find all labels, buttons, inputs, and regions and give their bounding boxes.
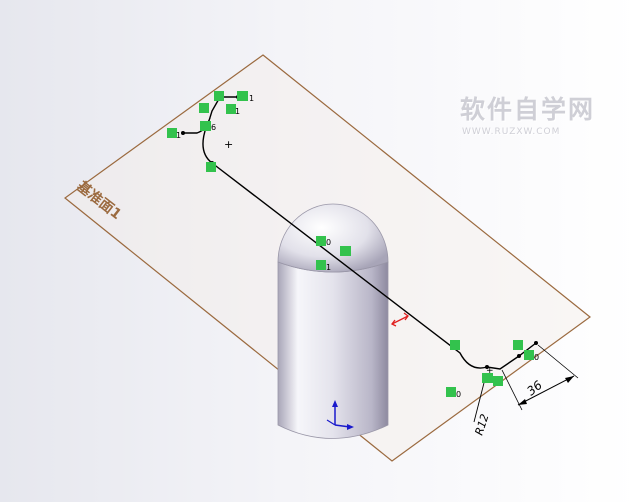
center-cross: + (486, 366, 494, 376)
coincident-relation-icon[interactable] (446, 387, 456, 397)
svg-text:R12[interactable]: R12 (472, 412, 491, 437)
equal-relation-icon[interactable] (200, 121, 211, 131)
svg-text:36[interactable]: 36 (524, 378, 545, 399)
svg-text:1: 1 (249, 94, 254, 103)
tangent-relation-icon[interactable] (199, 103, 209, 113)
equal-relation-icon[interactable] (482, 373, 493, 383)
svg-text:0: 0 (534, 353, 539, 362)
direction-arrows[interactable] (391, 312, 409, 327)
svg-text:6: 6 (211, 123, 216, 132)
dome-cap[interactable] (277, 203, 389, 273)
tangent-relation-icon[interactable] (450, 340, 460, 350)
svg-text:1: 1 (326, 263, 331, 272)
relation-badges[interactable]: 1 1 6 1 0 1 0 6 0 (167, 91, 539, 399)
coincident-relation-icon[interactable] (316, 260, 326, 270)
collinear-relation-icon[interactable] (340, 246, 351, 256)
svg-text:0: 0 (326, 238, 331, 247)
svg-text:1: 1 (235, 107, 240, 116)
tangent-relation-icon[interactable] (206, 162, 216, 172)
svg-text:1: 1 (176, 131, 181, 140)
coincident-relation-icon[interactable] (226, 104, 236, 114)
cylinder-part[interactable] (277, 203, 389, 439)
svg-text:0: 0 (456, 390, 461, 399)
coincident-relation-icon[interactable] (524, 350, 534, 360)
equal-relation-icon[interactable] (237, 91, 248, 101)
length-dimension[interactable]: 36 (501, 344, 579, 411)
coincident-relation-icon[interactable] (316, 236, 326, 246)
horizontal-relation-icon[interactable] (214, 91, 224, 101)
coincident-relation-icon[interactable] (167, 128, 177, 138)
origin-cross: + (224, 138, 233, 151)
horizontal-relation-icon[interactable] (513, 340, 523, 350)
coordinate-triad (326, 400, 354, 430)
tangent-relation-icon[interactable] (493, 376, 503, 386)
